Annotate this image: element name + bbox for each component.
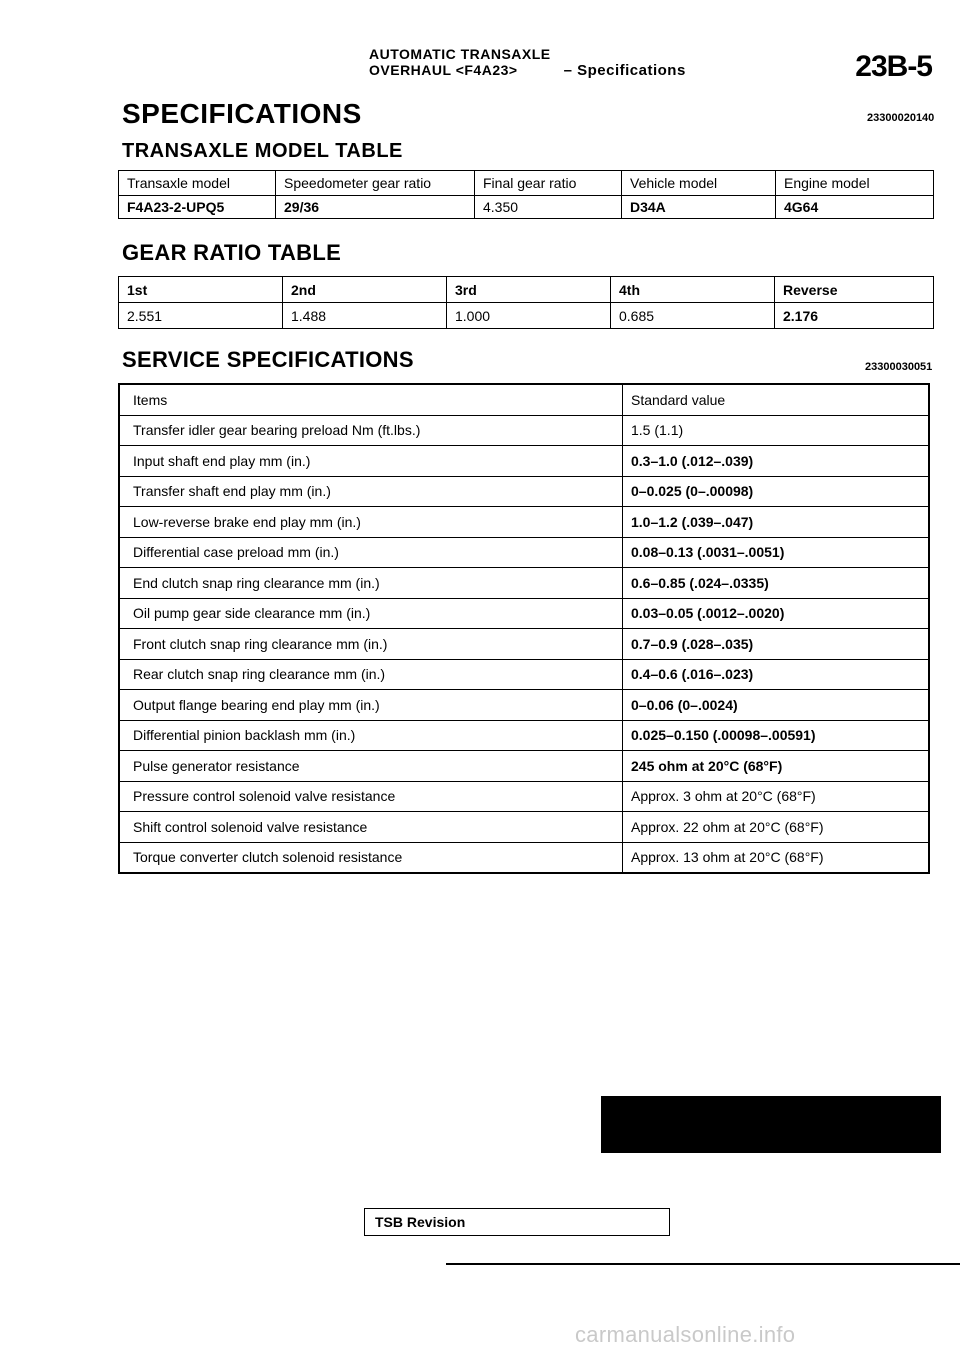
spec-item: Differential case preload mm (in.): [119, 537, 623, 568]
spec-item: Oil pump gear side clearance mm (in.): [119, 598, 623, 629]
spec-item: Transfer shaft end play mm (in.): [119, 476, 623, 507]
table-cell: 1.000: [446, 302, 611, 329]
table-cell: 29/36: [275, 195, 475, 219]
spec-item: End clutch snap ring clearance mm (in.): [119, 567, 623, 599]
spec-value: Approx. 3 ohm at 20°C (68°F): [622, 781, 929, 812]
table-header-cell: Standard value: [622, 384, 929, 416]
header-subtitle: OVERHAUL <F4A23> – Specifications: [369, 62, 686, 79]
table-row: Output flange bearing end play mm (in.)0…: [119, 689, 929, 721]
gear-ratio-table: 1st 2nd 3rd 4th Reverse 2.551 1.488 1.00…: [118, 276, 934, 329]
spec-value: 0.03–0.05 (.0012–.0020): [622, 598, 929, 629]
table-header-cell: 3rd: [446, 276, 611, 303]
spec-value: 0.08–0.13 (.0031–.0051): [622, 537, 929, 568]
table-header-cell: Reverse: [774, 276, 934, 303]
table-cell: D34A: [621, 195, 776, 219]
spec-value: 0–0.06 (0–.0024): [622, 689, 929, 721]
tsb-revision-label: TSB Revision: [375, 1214, 466, 1230]
header-section-title: AUTOMATIC TRANSAXLE: [369, 46, 551, 62]
table-row: Oil pump gear side clearance mm (in.)0.0…: [119, 598, 929, 629]
table-cell: 2.176: [774, 302, 934, 329]
spec-value: Approx. 22 ohm at 20°C (68°F): [622, 811, 929, 843]
table-row: Differential pinion backlash mm (in.)0.0…: [119, 720, 929, 751]
table-header-cell: Vehicle model: [621, 170, 776, 196]
transaxle-model-table: Transaxle model Speedometer gear ratio F…: [118, 170, 934, 219]
table-header-row: 1st 2nd 3rd 4th Reverse: [118, 276, 934, 303]
table-header-cell: Final gear ratio: [474, 170, 622, 196]
table-header-row: Items Standard value: [119, 384, 929, 416]
table-header-cell: Engine model: [775, 170, 934, 196]
spec-item: Low-reverse brake end play mm (in.): [119, 506, 623, 538]
service-specs-heading: SERVICE SPECIFICATIONS: [122, 347, 414, 372]
footer-divider: [446, 1263, 960, 1265]
table-header-cell: Speedometer gear ratio: [275, 170, 475, 196]
table-header-cell: 1st: [118, 276, 283, 303]
spec-item: Differential pinion backlash mm (in.): [119, 720, 623, 751]
table-row: Pressure control solenoid valve resistan…: [119, 781, 929, 812]
spec-value: Approx. 13 ohm at 20°C (68°F): [622, 842, 929, 874]
service-reference-code: 23300030051: [865, 361, 933, 373]
table-header-cell: 2nd: [282, 276, 447, 303]
black-redaction-box: [601, 1096, 941, 1153]
spec-item: Output flange bearing end play mm (in.): [119, 689, 623, 721]
table-row: End clutch snap ring clearance mm (in.)0…: [119, 567, 929, 599]
gear-table-heading: GEAR RATIO TABLE: [122, 240, 342, 265]
service-specifications-table: Items Standard value Transfer idler gear…: [118, 383, 930, 874]
table-row: Differential case preload mm (in.)0.08–0…: [119, 537, 929, 568]
table-header-cell: 4th: [610, 276, 775, 303]
tsb-revision-box: TSB Revision: [364, 1208, 670, 1236]
spec-item: Torque converter clutch solenoid resista…: [119, 842, 623, 874]
table-row: Torque converter clutch solenoid resista…: [119, 842, 929, 874]
spec-item: Pulse generator resistance: [119, 750, 623, 782]
table-cell: 2.551: [118, 302, 283, 329]
table-row: Low-reverse brake end play mm (in.)1.0–1…: [119, 506, 929, 538]
spec-item: Transfer idler gear bearing preload Nm (…: [119, 415, 623, 446]
table-row: Transfer shaft end play mm (in.)0–0.025 …: [119, 476, 929, 507]
spec-value: 245 ohm at 20°C (68°F): [622, 750, 929, 782]
watermark-text: carmanualsonline.info: [575, 1322, 796, 1347]
spec-value: 0.4–0.6 (.016–.023): [622, 659, 929, 690]
header-specifications-label: – Specifications: [563, 62, 686, 79]
spec-item: Shift control solenoid valve resistance: [119, 811, 623, 843]
page-number: 23B-5: [855, 50, 933, 83]
spec-item: Pressure control solenoid valve resistan…: [119, 781, 623, 812]
model-table-heading: TRANSAXLE MODEL TABLE: [122, 140, 403, 162]
spec-item: Front clutch snap ring clearance mm (in.…: [119, 628, 623, 660]
table-cell: F4A23-2-UPQ5: [118, 195, 276, 219]
spec-value: 1.5 (1.1): [622, 415, 929, 446]
table-cell: 1.488: [282, 302, 447, 329]
spec-value: 0.7–0.9 (.028–.035): [622, 628, 929, 660]
header-overhaul-label: OVERHAUL <F4A23>: [369, 62, 518, 78]
table-cell: 4G64: [775, 195, 934, 219]
table-cell: 4.350: [474, 195, 622, 219]
table-row: 2.551 1.488 1.000 0.685 2.176: [118, 302, 934, 329]
table-row: Front clutch snap ring clearance mm (in.…: [119, 628, 929, 660]
spec-value: 1.0–1.2 (.039–.047): [622, 506, 929, 538]
table-row: Input shaft end play mm (in.)0.3–1.0 (.0…: [119, 445, 929, 477]
title-reference-code: 23300020140: [867, 112, 935, 124]
spec-item: Rear clutch snap ring clearance mm (in.): [119, 659, 623, 690]
table-cell: 0.685: [610, 302, 775, 329]
spec-value: 0.3–1.0 (.012–.039): [622, 445, 929, 477]
spec-value: 0–0.025 (0–.00098): [622, 476, 929, 507]
spec-value: 0.6–0.85 (.024–.0335): [622, 567, 929, 599]
spec-item: Input shaft end play mm (in.): [119, 445, 623, 477]
table-header-cell: Transaxle model: [118, 170, 276, 196]
table-row: F4A23-2-UPQ5 29/36 4.350 D34A 4G64: [118, 195, 934, 219]
spec-value: 0.025–0.150 (.00098–.00591): [622, 720, 929, 751]
table-row: Transfer idler gear bearing preload Nm (…: [119, 415, 929, 446]
table-row: Rear clutch snap ring clearance mm (in.)…: [119, 659, 929, 690]
page-title: SPECIFICATIONS: [122, 98, 362, 129]
table-header-cell: Items: [119, 384, 623, 416]
table-header-row: Transaxle model Speedometer gear ratio F…: [118, 170, 934, 196]
